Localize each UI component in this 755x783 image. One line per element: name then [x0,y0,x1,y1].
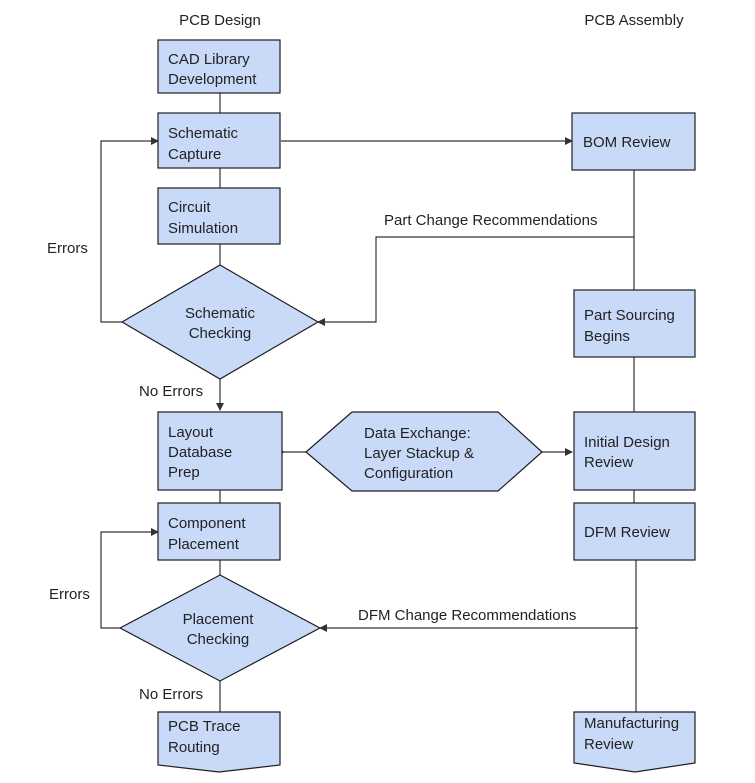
node-cad-library: CAD Library Development [157,39,281,94]
edge-placement-errors-loop [100,528,159,629]
node-dfm-review: DFM Review [573,502,696,561]
svg-text:Data Exchange:: Data Exchange: [364,425,471,442]
column-title-pcb-design: PCB Design [179,12,261,29]
svg-text:Simulation: Simulation [168,220,238,237]
edge-checking-errors-loop [100,137,159,323]
edge-label-no-errors: No Errors [139,686,203,703]
node-initial-design-review: Initial Design Review [573,411,696,491]
svg-text:Review: Review [584,736,633,753]
svg-text:Layer Stackup &: Layer Stackup & [364,445,474,462]
svg-text:Configuration: Configuration [364,465,453,482]
svg-text:Placement: Placement [168,536,240,553]
node-schematic-capture: Schematic Capture [157,112,281,169]
column-title-pcb-assembly: PCB Assembly [584,12,684,29]
svg-text:Begins: Begins [584,328,630,345]
svg-text:CAD Library: CAD Library [168,51,250,68]
edge-label-errors: Errors [49,586,90,603]
node-data-exchange: Data Exchange: Layer Stackup & Configura… [305,411,543,492]
svg-text:Checking: Checking [187,631,250,648]
svg-text:Circuit: Circuit [168,199,211,216]
edge-label-no-errors: No Errors [139,383,203,400]
node-placement-checking: Placement Checking [118,574,322,682]
svg-text:Part Sourcing: Part Sourcing [584,307,675,324]
svg-text:DFM Review: DFM Review [584,524,670,541]
svg-text:BOM Review: BOM Review [583,134,671,151]
node-circuit-simulation: Circuit Simulation [157,187,281,245]
node-bom-review: BOM Review [571,112,696,171]
node-manufacturing-review: Manufacturing Review [573,711,696,773]
node-layout-database-prep: Layout Database Prep [157,411,283,491]
edge-part-change-recommendations [317,236,634,326]
svg-text:Schematic: Schematic [168,125,239,142]
node-schematic-checking: Schematic Checking [120,264,320,380]
svg-text:PCB Trace: PCB Trace [168,718,241,735]
svg-text:Prep: Prep [168,464,200,481]
node-pcb-trace-routing: PCB Trace Routing [157,711,281,773]
svg-text:Routing: Routing [168,739,220,756]
node-part-sourcing: Part Sourcing Begins [573,289,696,358]
svg-text:Database: Database [168,444,232,461]
edge-label-dfm-change-recommendations: DFM Change Recommendations [358,607,576,624]
svg-text:Initial Design: Initial Design [584,434,670,451]
svg-text:Schematic: Schematic [185,305,256,322]
svg-text:Layout: Layout [168,424,214,441]
svg-text:Capture: Capture [168,146,221,163]
svg-text:Placement: Placement [183,611,255,628]
node-component-placement: Component Placement [157,502,281,561]
edge-label-part-change-recommendations: Part Change Recommendations [384,212,597,229]
svg-text:Review: Review [584,454,633,471]
edge-label-errors: Errors [47,240,88,257]
svg-text:Development: Development [168,71,257,88]
svg-text:Manufacturing: Manufacturing [584,715,679,732]
svg-text:Component: Component [168,515,246,532]
svg-text:Checking: Checking [189,325,252,342]
